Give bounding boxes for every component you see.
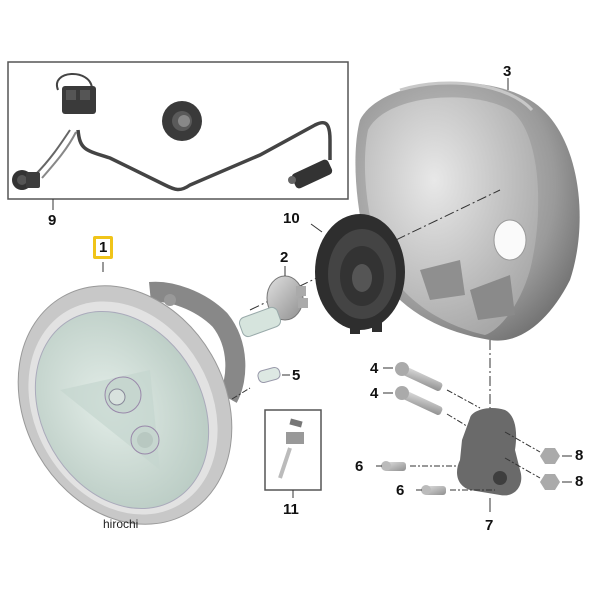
part-headlight-housing [355, 81, 580, 341]
callout-10-rubber-cap[interactable]: 10 [283, 210, 300, 227]
part-headlight-insert [17, 281, 246, 525]
inset-wiring-harness [7, 61, 349, 200]
callout-9-wiring-harness[interactable]: 9 [48, 212, 57, 229]
part-parking-bulb [257, 366, 281, 384]
callout-4-bolt-lower[interactable]: 4 [370, 385, 379, 402]
watermark-text: hirochi [103, 517, 139, 531]
callout-8-nut-lower[interactable]: 8 [575, 473, 584, 490]
callout-1-headlight-insert[interactable]: 1 [93, 236, 114, 259]
callout-8-nut-upper[interactable]: 8 [575, 447, 584, 464]
part-rubber-cap [315, 214, 405, 334]
callout-2-bulb[interactable]: 2 [280, 249, 289, 266]
callout-3-housing[interactable]: 3 [503, 63, 512, 80]
part-hex-nuts [540, 448, 560, 490]
callout-5-parking-bulb[interactable]: 5 [292, 367, 301, 384]
part-mounting-bracket [457, 407, 522, 496]
part-mounting-bolts [395, 362, 443, 415]
callout-6-screw-upper[interactable]: 6 [355, 458, 364, 475]
inset-adjusting-kit [264, 409, 322, 491]
part-bulb-h4 [238, 275, 308, 338]
callout-11-adjusting-kit[interactable]: 11 [283, 501, 299, 518]
callout-7-bracket[interactable]: 7 [485, 517, 494, 534]
part-socket-screws [381, 461, 446, 495]
callout-6-screw-lower[interactable]: 6 [396, 482, 405, 499]
callout-4-bolt-upper[interactable]: 4 [370, 360, 379, 377]
